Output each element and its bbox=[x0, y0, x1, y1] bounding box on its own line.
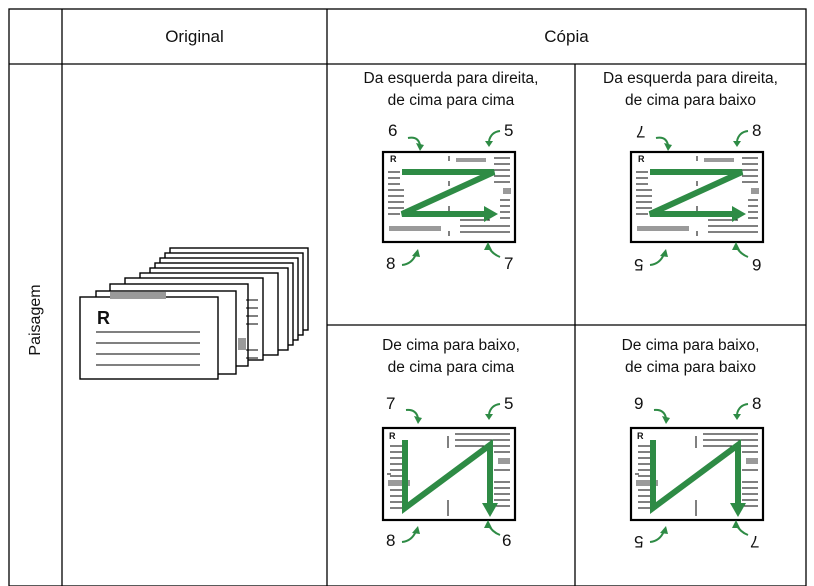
page-number: 6 bbox=[502, 531, 512, 550]
page-number-cell-1-br: 7 bbox=[504, 254, 513, 274]
page-number-cell-2-tl: 7 bbox=[636, 121, 645, 141]
page-number: 6 bbox=[388, 121, 398, 140]
header-original: Original bbox=[165, 26, 224, 46]
page-number: 8 bbox=[386, 531, 396, 550]
caption-cell-4-line1: De cima para baixo, bbox=[621, 337, 760, 354]
page-number-cell-1-tl: 6 bbox=[388, 121, 397, 141]
original-page-letter: R bbox=[97, 308, 110, 328]
page-number: 8 bbox=[752, 121, 762, 140]
page-number: 5 bbox=[504, 394, 514, 413]
page-number-cell-2-tr: 8 bbox=[752, 121, 761, 141]
page-number-upside-down: 7 bbox=[750, 532, 760, 551]
caption-cell-3-line2: de cima para cima bbox=[387, 359, 515, 376]
page-number-cell-3-br: 6 bbox=[502, 531, 511, 551]
header-copia: Cópia bbox=[544, 26, 589, 46]
page-number-upside-down: 7 bbox=[636, 122, 646, 141]
caption-cell-3-line1: De cima para baixo, bbox=[382, 337, 520, 354]
caption-cell-1-line2: de cima para cima bbox=[387, 92, 515, 109]
caption-cell-2-line1: Da esquerda para direita, bbox=[603, 70, 778, 87]
page-number-cell-3-bl: 8 bbox=[386, 531, 395, 551]
caption-cell-1: Da esquerda para direita, de cima para c… bbox=[327, 68, 575, 112]
page-number: 8 bbox=[752, 394, 762, 413]
caption-cell-2-line2: de cima para baixo bbox=[625, 92, 756, 109]
page-number: 5 bbox=[504, 121, 514, 140]
thumb-letter-2: R bbox=[638, 154, 645, 164]
page-number: 7 bbox=[504, 254, 514, 273]
page-number: 9 bbox=[634, 394, 644, 413]
page-number-upside-down: 5 bbox=[634, 532, 644, 551]
caption-cell-3: De cima para baixo, de cima para cima bbox=[327, 335, 575, 379]
caption-cell-2: Da esquerda para direita, de cima para b… bbox=[575, 68, 806, 112]
caption-cell-4-line2: de cima para baixo bbox=[625, 359, 756, 376]
thumb-letter-3: R bbox=[389, 431, 396, 441]
row-label-paisagem: Paisagem bbox=[27, 284, 44, 356]
page-number-cell-4-br: 7 bbox=[750, 531, 759, 551]
page-number: 8 bbox=[386, 254, 396, 273]
caption-cell-1-line1: Da esquerda para direita, bbox=[363, 70, 539, 87]
page-number-cell-3-tr: 5 bbox=[504, 394, 513, 414]
page-number-cell-1-bl: 8 bbox=[386, 254, 395, 274]
page-number-cell-3-tl: 7 bbox=[386, 394, 395, 414]
page-number-cell-1-tr: 5 bbox=[504, 121, 513, 141]
page-number-cell-2-bl: 5 bbox=[634, 254, 643, 274]
page-number: 7 bbox=[386, 394, 396, 413]
thumb-letter-4: R bbox=[637, 431, 644, 441]
page-number-upside-down: 5 bbox=[634, 255, 644, 274]
page-number-cell-4-tr: 8 bbox=[752, 394, 761, 414]
page-number-cell-2-br: 6 bbox=[752, 254, 761, 274]
page-number-cell-4-bl: 5 bbox=[634, 531, 643, 551]
thumb-letter-1: R bbox=[390, 154, 397, 164]
page-number-cell-4-tl: 9 bbox=[634, 394, 643, 414]
caption-cell-4: De cima para baixo, de cima para baixo bbox=[575, 335, 806, 379]
page-number-upside-down: 6 bbox=[752, 255, 762, 274]
